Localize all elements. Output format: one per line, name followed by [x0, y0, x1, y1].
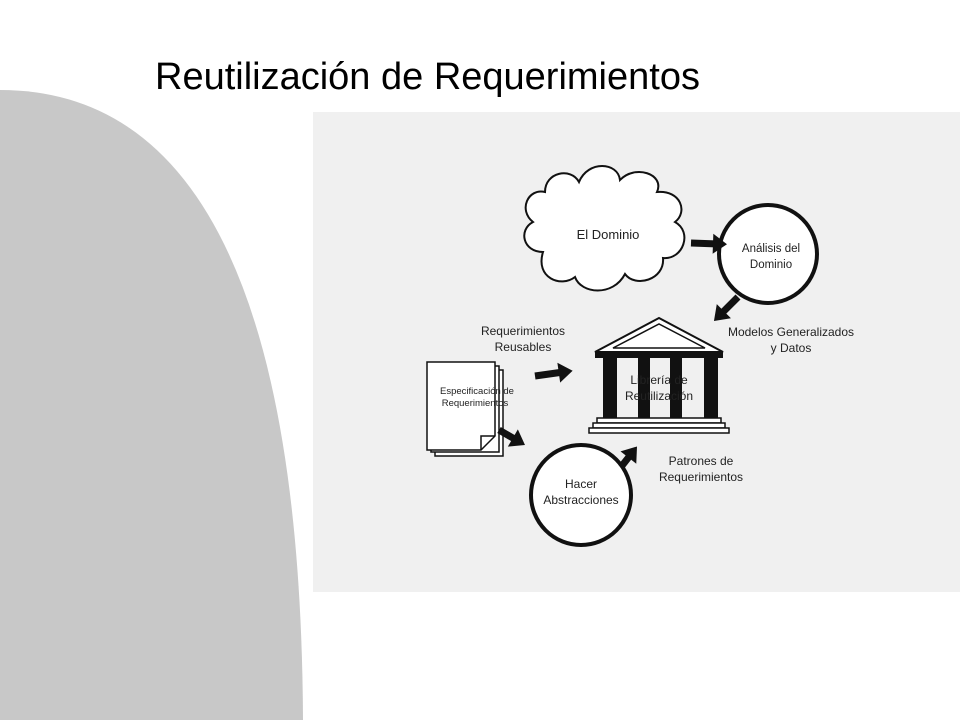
- reuse-diagram: El Dominio Análisis del Dominio Librería…: [313, 112, 960, 592]
- models-line1: Modelos Generalizados: [728, 325, 854, 339]
- arrows: [497, 233, 741, 470]
- reusable-line1: Requerimientos: [481, 324, 565, 338]
- slide-title: Reutilización de Requerimientos: [155, 56, 700, 98]
- abstractions-circle: Hacer Abstracciones: [529, 443, 633, 547]
- domain-label: El Dominio: [577, 227, 640, 242]
- spec-line2: Requerimientos: [442, 398, 509, 409]
- spec-line1: Especificación de: [440, 386, 514, 397]
- arrow-abstractions-to-library: [618, 446, 638, 470]
- reusable-line2: Reusables: [495, 340, 552, 354]
- domain-analysis-line1: Análisis del: [742, 243, 800, 255]
- library-temple: Librería de Reutilización: [588, 316, 730, 434]
- spec-document: Especificación de Requerimientos: [426, 361, 514, 457]
- arrow-cloud-to-analysis: [690, 233, 727, 254]
- arrow-spec-to-abstractions: [497, 426, 525, 447]
- abstractions-line1: Hacer: [565, 477, 597, 491]
- library-line2: Reutilización: [625, 389, 693, 403]
- models-line2: y Datos: [771, 341, 812, 355]
- abstractions-line2: Abstracciones: [543, 493, 618, 507]
- arrow-reusable-to-library: [534, 362, 573, 383]
- diagram-panel: El Dominio Análisis del Dominio Librería…: [313, 112, 960, 592]
- patterns-line2: Requerimientos: [659, 470, 743, 484]
- domain-cloud: El Dominio: [523, 165, 686, 292]
- patterns-line1: Patrones de: [669, 454, 734, 468]
- domain-analysis-circle: Análisis del Dominio: [717, 203, 819, 305]
- arrow-analysis-to-library: [713, 294, 741, 322]
- domain-analysis-line2: Dominio: [750, 259, 792, 271]
- library-line1: Librería de: [630, 373, 688, 387]
